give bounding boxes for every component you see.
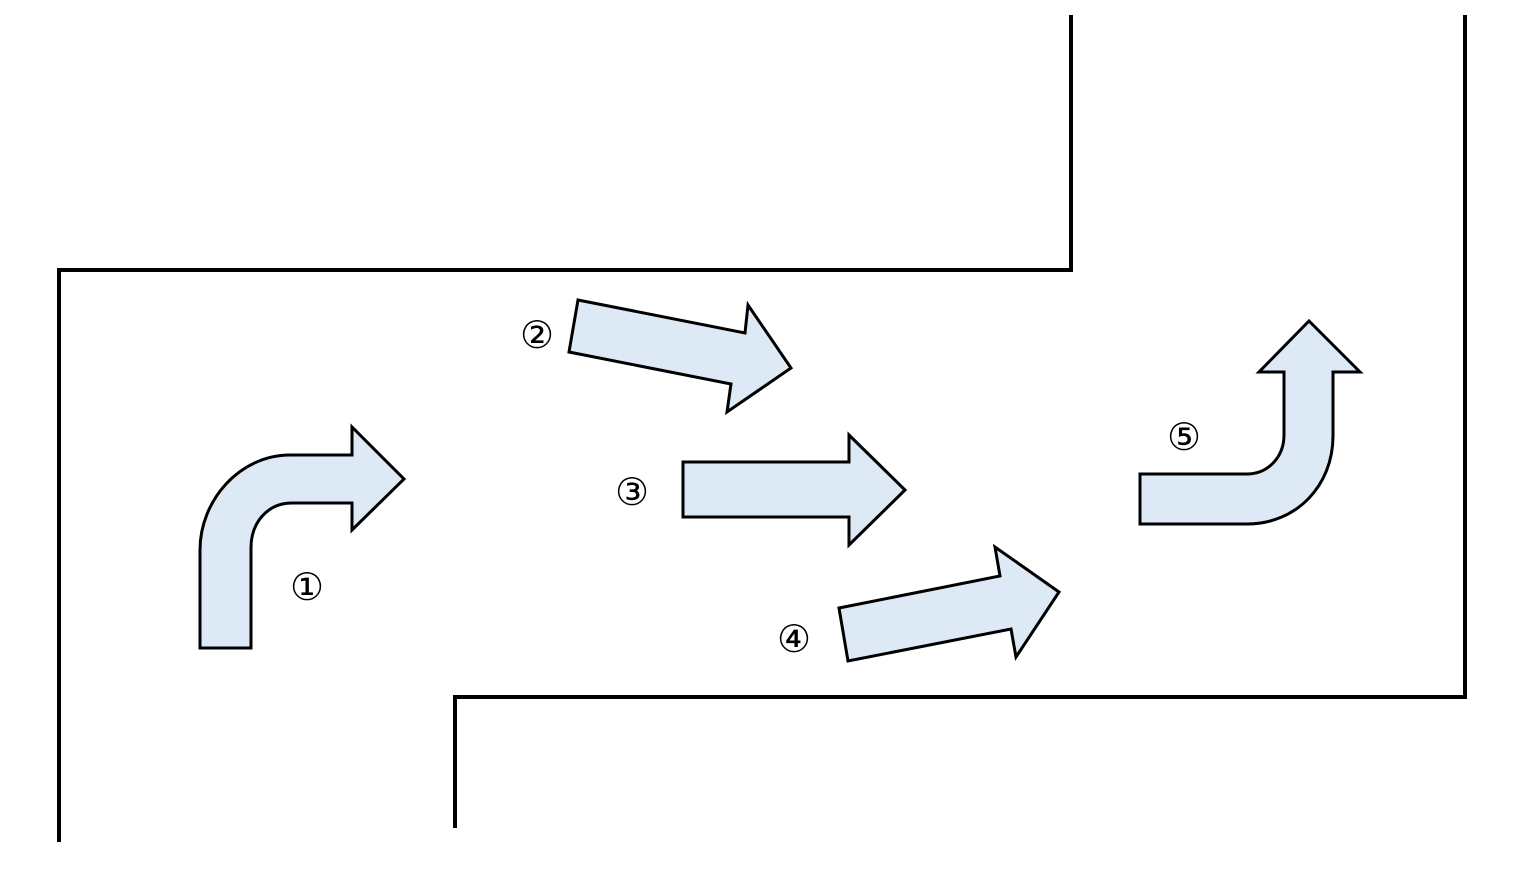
step-5-curved-arrow	[1138, 318, 1364, 526]
step-3-arrow	[681, 431, 908, 549]
upper-boundary-line	[57, 15, 1073, 842]
step-2-label: ②	[520, 313, 554, 357]
step-4-arrow	[837, 543, 1062, 663]
lower-boundary-line	[453, 15, 1467, 828]
step-5-label: ⑤	[1167, 415, 1201, 459]
step-1-label: ①	[290, 565, 324, 609]
step-2-arrow	[567, 298, 794, 416]
step-3-label: ③	[615, 470, 649, 514]
step-4-label: ④	[777, 617, 811, 661]
step-1-curved-arrow	[198, 423, 407, 650]
